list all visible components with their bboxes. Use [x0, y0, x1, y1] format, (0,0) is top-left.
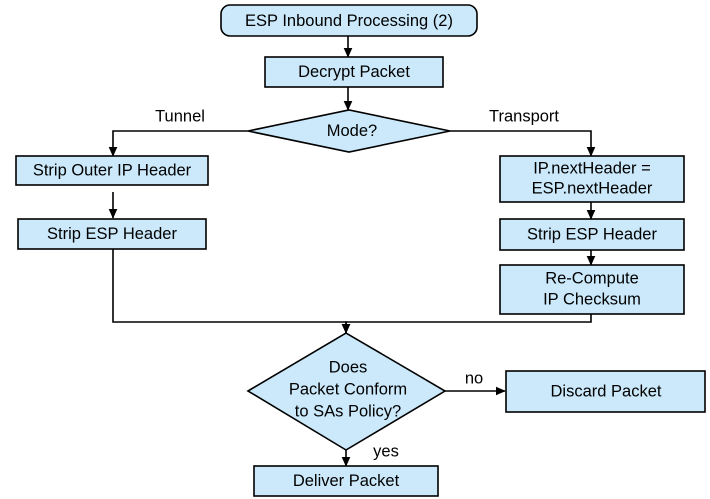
- conform-decision-label-line3: to SAs Policy?: [295, 402, 401, 420]
- node-strip-esp-header-transport: Strip ESP Header: [499, 218, 685, 251]
- node-decrypt-packet: Decrypt Packet: [264, 56, 444, 88]
- next-header-assign-label-line1: IP.nextHeader =: [533, 159, 651, 177]
- strip-esp-header-tunnel-label: Strip ESP Header: [47, 225, 177, 243]
- edge-label-no: no: [465, 369, 483, 387]
- node-start: ESP Inbound Processing (2): [220, 4, 478, 37]
- strip-outer-ip-header-label: Strip Outer IP Header: [33, 161, 192, 179]
- decrypt-packet-shape: [264, 56, 444, 88]
- next-header-assign-label-line2: ESP.nextHeader: [532, 179, 653, 197]
- edge-strip-esp-tunnel-to-conform: [112, 249, 351, 334]
- recompute-ip-checksum-shape: [499, 264, 685, 315]
- node-next-header-assign: IP.nextHeader = ESP.nextHeader: [499, 155, 685, 203]
- node-strip-esp-header-tunnel: Strip ESP Header: [17, 218, 207, 250]
- next-header-assign-shape: [499, 155, 685, 203]
- recompute-ip-checksum-label-line1: Re-Compute: [545, 269, 639, 287]
- node-recompute-ip-checksum: Re-Compute IP Checksum: [499, 264, 685, 315]
- conform-decision-shape: [246, 332, 447, 451]
- discard-packet-shape: [505, 370, 706, 413]
- start-terminator-shape: [220, 4, 478, 37]
- deliver-packet-shape: [253, 465, 439, 497]
- deliver-packet-label: Deliver Packet: [293, 472, 400, 490]
- node-mode-decision: Mode?: [247, 109, 451, 153]
- mode-decision-label: Mode?: [327, 122, 377, 140]
- node-strip-outer-ip-header: Strip Outer IP Header: [15, 155, 209, 186]
- strip-outer-ip-header-shape: [15, 155, 209, 186]
- edge-recompute-to-conform: [341, 314, 592, 334]
- discard-packet-label: Discard Packet: [551, 382, 662, 400]
- edge-mode-to-next-header: [450, 130, 596, 157]
- mode-decision-shape: [247, 109, 451, 153]
- strip-esp-header-tunnel-shape: [17, 218, 207, 250]
- edge-label-transport: Transport: [489, 107, 559, 125]
- strip-esp-header-transport-shape: [499, 218, 685, 251]
- edge-label-tunnel: Tunnel: [155, 107, 205, 125]
- edge-label-yes: yes: [373, 442, 399, 460]
- conform-decision-label-line2: Packet Conform: [289, 380, 407, 398]
- conform-decision-label-line1: Does: [329, 358, 368, 376]
- start-label: ESP Inbound Processing (2): [245, 12, 453, 30]
- decrypt-packet-label: Decrypt Packet: [298, 63, 410, 81]
- node-conform-decision: Does Packet Conform to SAs Policy?: [246, 332, 447, 451]
- node-deliver-packet: Deliver Packet: [253, 465, 439, 497]
- recompute-ip-checksum-label-line2: IP Checksum: [543, 290, 641, 308]
- node-discard-packet: Discard Packet: [505, 370, 706, 413]
- strip-esp-header-transport-label: Strip ESP Header: [527, 225, 657, 243]
- edge-mode-to-strip-outer-ip: [108, 130, 248, 157]
